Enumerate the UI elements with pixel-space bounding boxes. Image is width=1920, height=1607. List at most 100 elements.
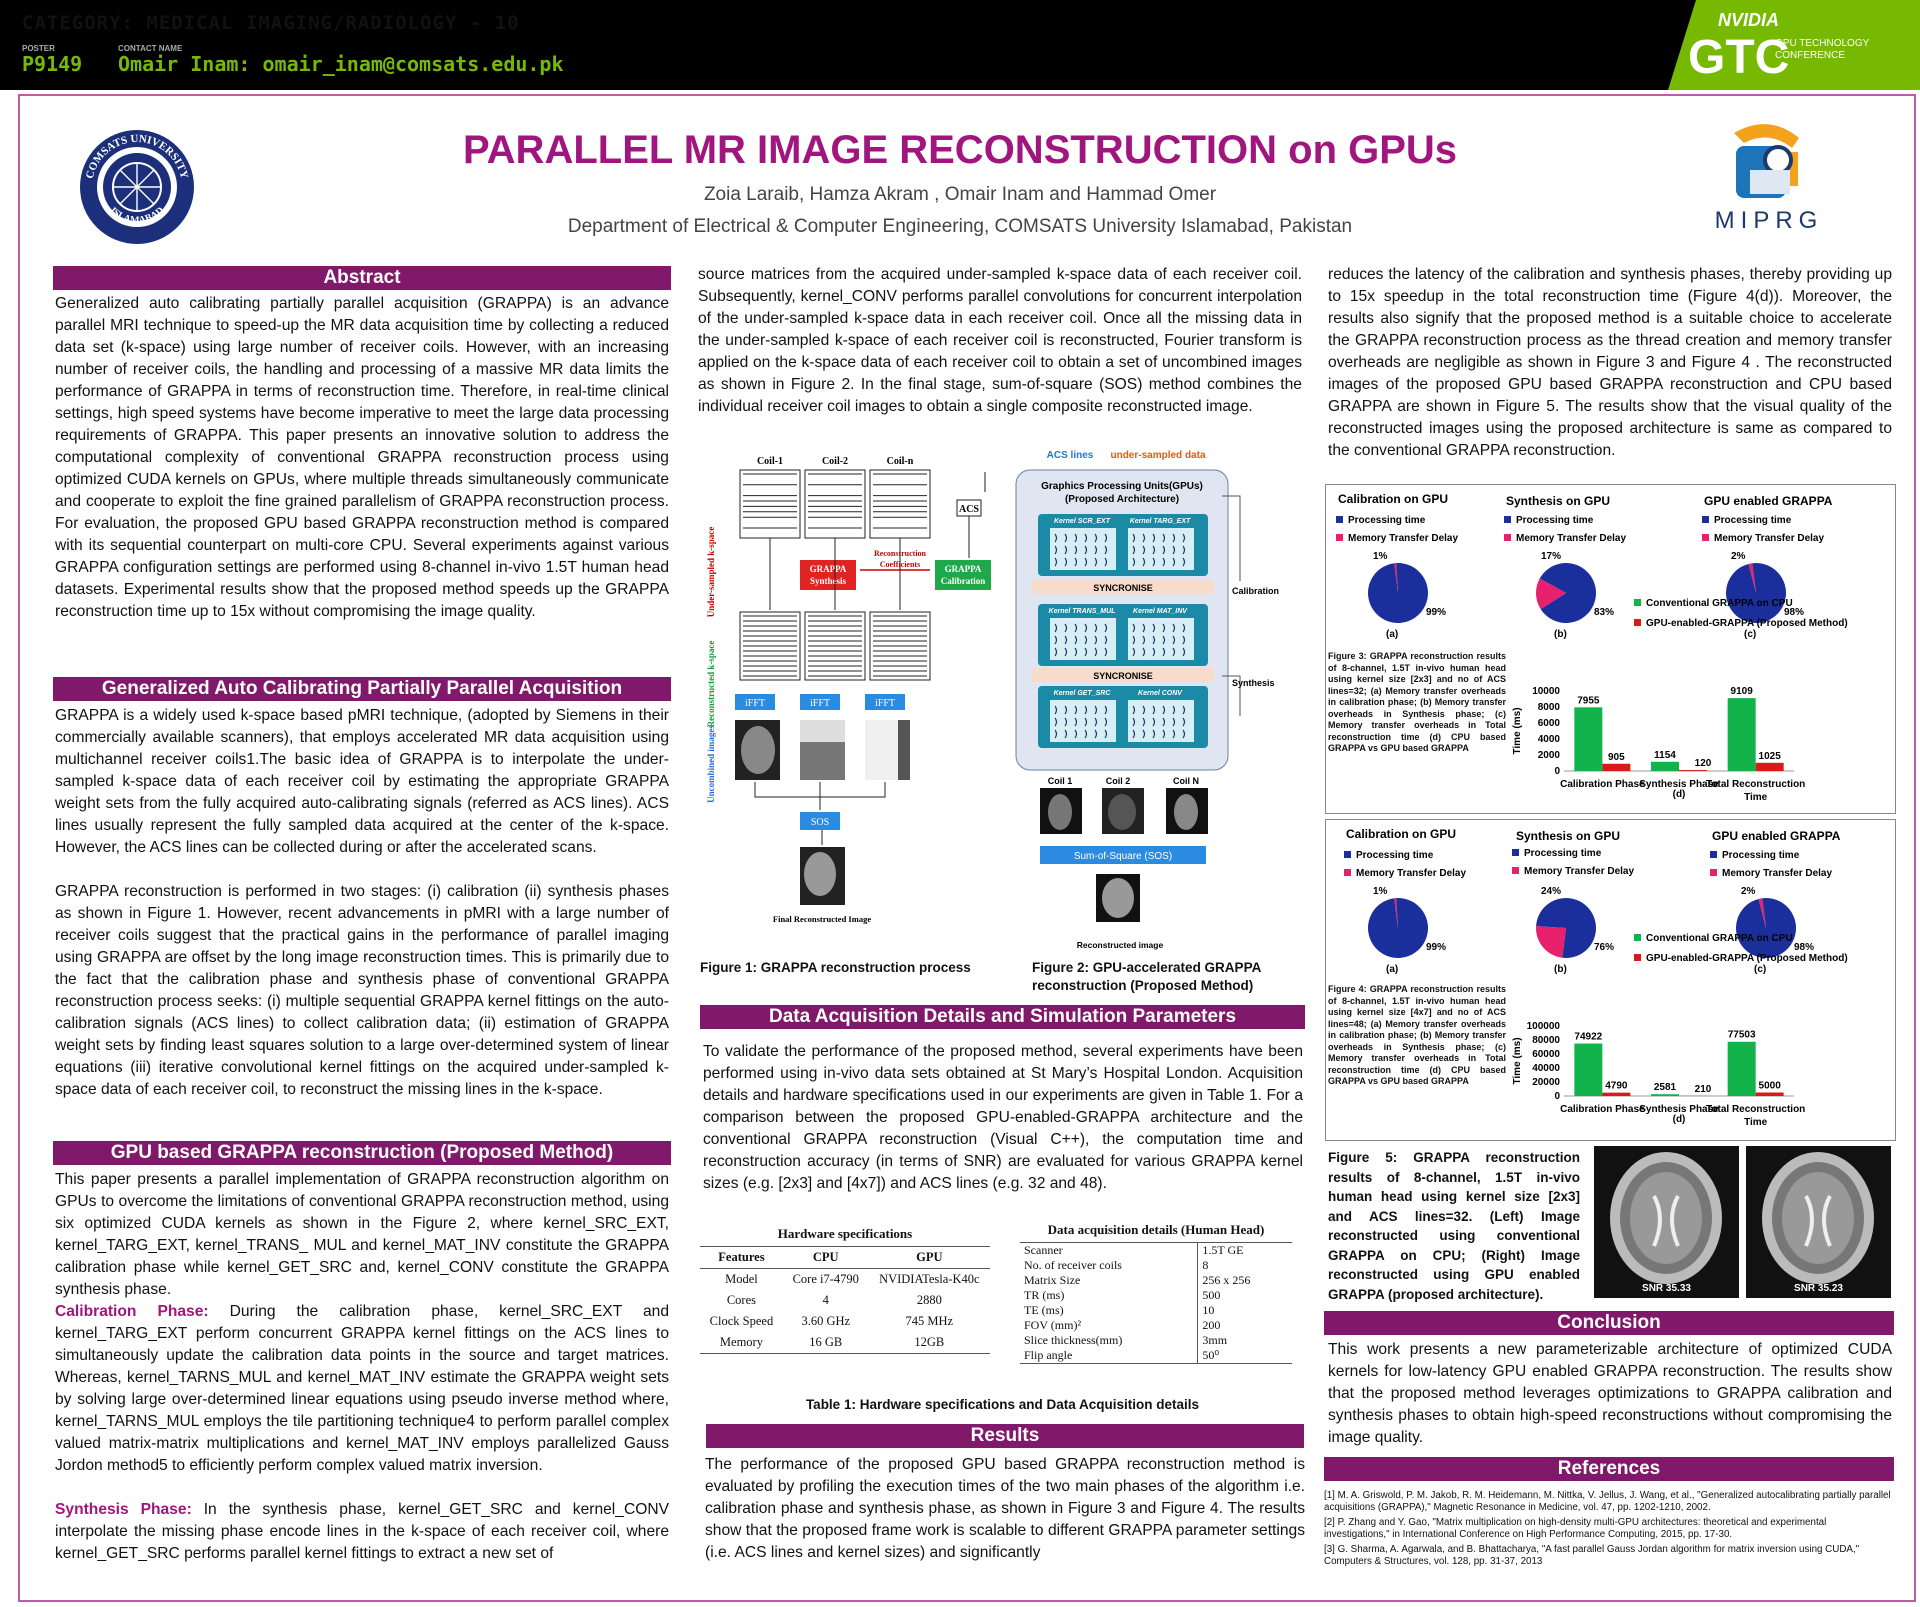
pie-title-6: GPU enabled GRAPPA [1712,829,1841,843]
pie-legend-swatch [1504,534,1511,541]
abstract-text: Generalized auto calibrating partially p… [55,295,669,620]
bar-y-tick: 4000 [1538,734,1561,745]
conclusion-heading: Conclusion [1324,1311,1894,1335]
bar-value-label: 210 [1695,1084,1712,1095]
svg-text:Coil 2: Coil 2 [1106,776,1131,786]
bar-y-tick: 100000 [1527,1021,1561,1032]
svg-text:under-sampled data: under-sampled data [1110,450,1205,461]
poster-title: PARALLEL MR IMAGE RECONSTRUCTION on GPUs [462,128,1458,172]
column3-results-text: reduces the latency of the calibration a… [1328,266,1892,459]
synthesis-phase-text: Synthesis Phase: In the synthesis phase,… [55,1501,669,1562]
bar-legend-swatch [1634,619,1641,626]
bar [1755,1092,1784,1096]
comsats-logo: COMSATS UNIVERSITY ISLAMABAD [80,130,194,244]
pie-slice [1726,563,1786,623]
pie-slice [1748,563,1756,593]
bar-y-tick: 10000 [1532,686,1560,697]
pie-value-label: 83% [1594,607,1614,618]
bar-value-label: 7955 [1577,695,1600,706]
svg-text:iFFT: iFFT [875,698,895,709]
pie-value-label: 1% [1373,551,1388,562]
bar-sub-label: (d) [1673,1114,1686,1125]
bar-value-label: 1025 [1759,751,1782,762]
pie-slice [1536,898,1596,958]
pie-legend-label: Processing time [1356,850,1434,861]
figure2-gpu-architecture: ACS lines under-sampled data Graphics Pr… [1015,450,1279,950]
bar-y-tick: 80000 [1532,1035,1560,1046]
results-text: The performance of the proposed GPU base… [705,1456,1305,1561]
pie-value-label: 17% [1541,551,1561,562]
pie-sub-label: (a) [1386,964,1398,975]
svg-text:SOS: SOS [811,817,829,828]
hw-header-cpu: CPU [812,1250,839,1264]
abstract-heading: Abstract [53,266,671,290]
reference-3: [3] G. Sharma, A. Agarwala, and B. Bhatt… [1324,1544,1860,1567]
bar-value-label: 5000 [1759,1081,1782,1092]
bar [1574,1043,1603,1096]
pie-value-label: 24% [1541,886,1561,897]
pie-legend-label: Memory Transfer Delay [1722,868,1832,879]
bar-value-label: 905 [1608,752,1625,763]
hw-header-features: Features [718,1250,765,1264]
bar [1651,1094,1679,1096]
pie-value-label: 99% [1426,942,1446,953]
authors: Zoia Laraib, Hamza Akram , Omair Inam an… [703,184,1217,205]
bar-value-label: 2581 [1654,1082,1677,1093]
bar [1602,763,1631,771]
bar [1727,698,1756,771]
pie-value-label: 98% [1784,607,1804,618]
references-heading: References [1324,1457,1894,1481]
contact-label: CONTACT NAME [118,44,183,53]
pie-legend-label: Memory Transfer Delay [1356,868,1466,879]
data-acquisition-heading: Data Acquisition Details and Simulation … [700,1005,1305,1029]
pie-slice [1394,898,1398,928]
bar-value-label: 77503 [1728,1030,1756,1041]
bar-value-label: 4790 [1605,1081,1628,1092]
pie-slice [1394,563,1398,593]
svg-text:Kernel CONV: Kernel CONV [1138,690,1183,697]
pie-legend-swatch [1336,534,1343,541]
svg-text:Calibration: Calibration [941,576,986,586]
svg-text:Kernel TRANS_MUL: Kernel TRANS_MUL [1049,608,1116,615]
svg-text:ACS lines: ACS lines [1047,450,1094,461]
pie-sub-label: (a) [1386,629,1398,640]
bar-y-tick: 8000 [1538,702,1561,713]
calibration-phase-label: Calibration Phase: [55,1303,209,1320]
bar-y-tick: 40000 [1532,1063,1560,1074]
pie-legend-swatch [1702,516,1709,523]
reference-2: [2] P. Zhang and Y. Gao, "Matrix multipl… [1324,1517,1827,1540]
pie-legend-swatch [1710,869,1717,876]
bar-value-label: 120 [1695,758,1712,769]
svg-text:ACS: ACS [959,504,979,515]
bar [1602,1092,1631,1096]
mri-image-cpu: SNR 35.33 [1594,1146,1739,1298]
bar-category-label: Calibration Phase [1560,1104,1645,1115]
bar [1679,770,1707,771]
bar-category-label: Time [1744,1117,1768,1128]
pie-value-label: 1% [1373,886,1388,897]
pie-value-label: 2% [1741,886,1756,897]
header-bar [0,0,1920,90]
bar-y-label: Time (ms) [1512,707,1523,754]
bar-y-tick: 60000 [1532,1049,1560,1060]
svg-text:GRAPPA: GRAPPA [945,564,982,574]
gpu-method-text: This paper presents a parallel implement… [55,1171,669,1298]
pie-legend-swatch [1702,534,1709,541]
svg-text:Kernel SCR_EXT: Kernel SCR_EXT [1054,518,1111,525]
pie-legend-label: Memory Transfer Delay [1524,866,1634,877]
figure4-caption: Figure 4: GRAPPA reconstruction results … [1328,984,1506,1086]
bar-category-label: Time [1744,792,1768,803]
pie-slice [1536,578,1566,610]
pie-legend-swatch [1504,516,1511,523]
bar-y-tick: 0 [1554,766,1560,777]
grappa-text-2: GRAPPA reconstruction is performed in tw… [55,883,669,1098]
pie-legend-swatch [1344,869,1351,876]
pie-sub-label: (c) [1744,629,1756,640]
pie-legend-label: Processing time [1516,515,1594,526]
